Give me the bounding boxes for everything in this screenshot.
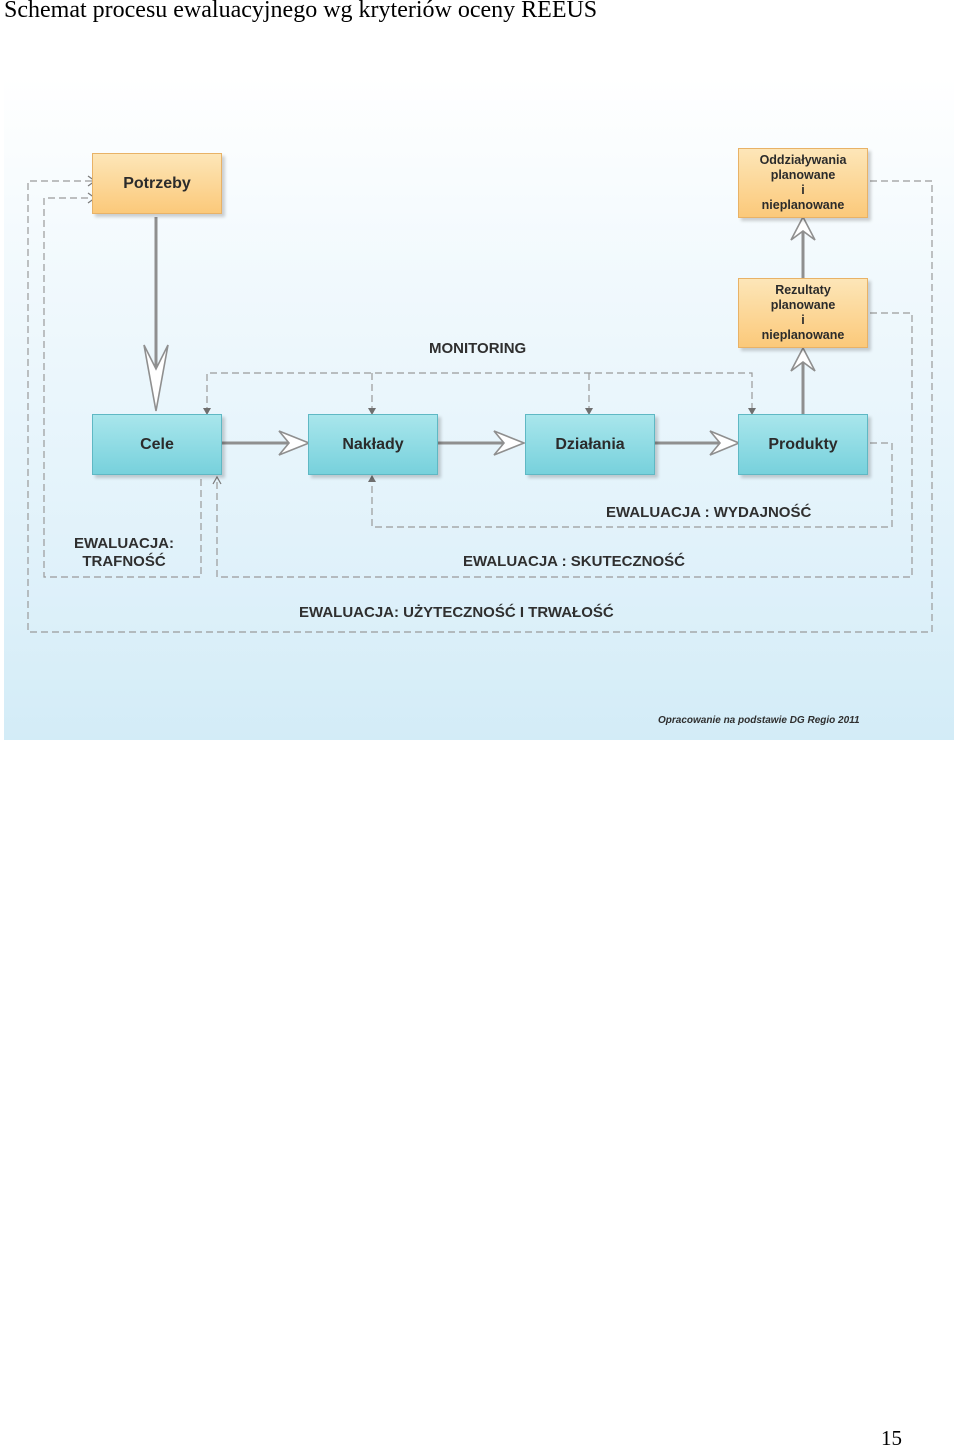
oddzialywania-line-4: nieplanowane bbox=[761, 198, 845, 212]
node-cele-label: Cele bbox=[140, 435, 174, 453]
oddzialywania-line-2: planowane bbox=[770, 168, 836, 182]
rezultaty-line-1: Rezultaty bbox=[775, 283, 831, 297]
node-oddzialywania: Oddziaływania planowane i nieplanowane bbox=[738, 148, 868, 218]
node-potrzeby: Potrzeby bbox=[92, 153, 222, 214]
trafnosc-line-1: EWALUACJA: bbox=[74, 535, 174, 552]
page-title: Schemat procesu ewaluacyjnego wg kryteri… bbox=[4, 0, 598, 23]
label-wydajnosc: EWALUACJA : WYDAJNOŚĆ bbox=[606, 504, 812, 521]
node-cele: Cele bbox=[92, 414, 222, 475]
rezultaty-line-3: i bbox=[801, 313, 805, 327]
oddzialywania-line-3: i bbox=[801, 183, 805, 197]
node-potrzeby-label: Potrzeby bbox=[123, 174, 191, 192]
oddzialywania-line-1: Oddziaływania bbox=[759, 153, 847, 167]
arrowhead-monitoring-produkty bbox=[748, 408, 756, 415]
skutecznosc-loop bbox=[216, 312, 913, 578]
rezultaty-line-2: planowane bbox=[770, 298, 836, 312]
monitoring-bracket bbox=[206, 372, 753, 414]
label-uzytecznosc: EWALUACJA: UŻYTECZNOŚĆ I TRWAŁOŚĆ bbox=[299, 604, 614, 621]
node-produkty-label: Produkty bbox=[768, 435, 838, 453]
label-monitoring: MONITORING bbox=[429, 340, 527, 357]
node-dzialania-label: Działania bbox=[555, 435, 625, 453]
arrowhead-monitoring-cele bbox=[203, 408, 211, 415]
arrowhead-dzialania-produkty bbox=[709, 430, 742, 456]
arrowhead-naklady-dzialania bbox=[493, 430, 527, 456]
node-oddzialywania-label: Oddziaływania planowane i nieplanowane bbox=[760, 153, 847, 213]
label-skutecznosc: EWALUACJA : SKUTECZNOŚĆ bbox=[463, 553, 685, 570]
arrowhead-produkty-rezultaty bbox=[790, 346, 816, 372]
page-number: 15 bbox=[881, 1426, 902, 1450]
node-naklady: Nakłady bbox=[308, 414, 438, 475]
arrowhead-wydajnosc bbox=[368, 475, 376, 482]
node-rezultaty-label: Rezultaty planowane i nieplanowane bbox=[762, 283, 845, 343]
node-rezultaty: Rezultaty planowane i nieplanowane bbox=[738, 278, 868, 348]
diagram-connectors bbox=[27, 175, 933, 633]
node-produkty: Produkty bbox=[738, 414, 868, 475]
node-dzialania: Działania bbox=[525, 414, 655, 475]
arrowhead-skutecznosc bbox=[212, 475, 222, 485]
evaluation-process-diagram: Potrzeby Oddziaływania planowane i niepl… bbox=[4, 77, 954, 740]
trafnosc-loop bbox=[43, 197, 202, 578]
arrowhead-monitoring-dzialania bbox=[585, 408, 593, 415]
arrowhead-rezultaty-oddzialywania bbox=[790, 215, 816, 241]
arrowhead-monitoring-naklady bbox=[368, 408, 376, 415]
trafnosc-line-2: TRAFNOŚĆ bbox=[82, 553, 166, 570]
label-trafnosc: EWALUACJA: TRAFNOŚĆ bbox=[74, 535, 174, 571]
node-naklady-label: Nakłady bbox=[342, 435, 404, 453]
wydajnosc-loop bbox=[371, 442, 893, 528]
rezultaty-line-4: nieplanowane bbox=[761, 328, 845, 342]
arrowhead-cele-naklady bbox=[278, 430, 312, 456]
source-note: Opracowanie na podstawie DG Regio 2011 bbox=[658, 715, 860, 726]
arrowhead-potrzeby-cele bbox=[143, 344, 169, 412]
